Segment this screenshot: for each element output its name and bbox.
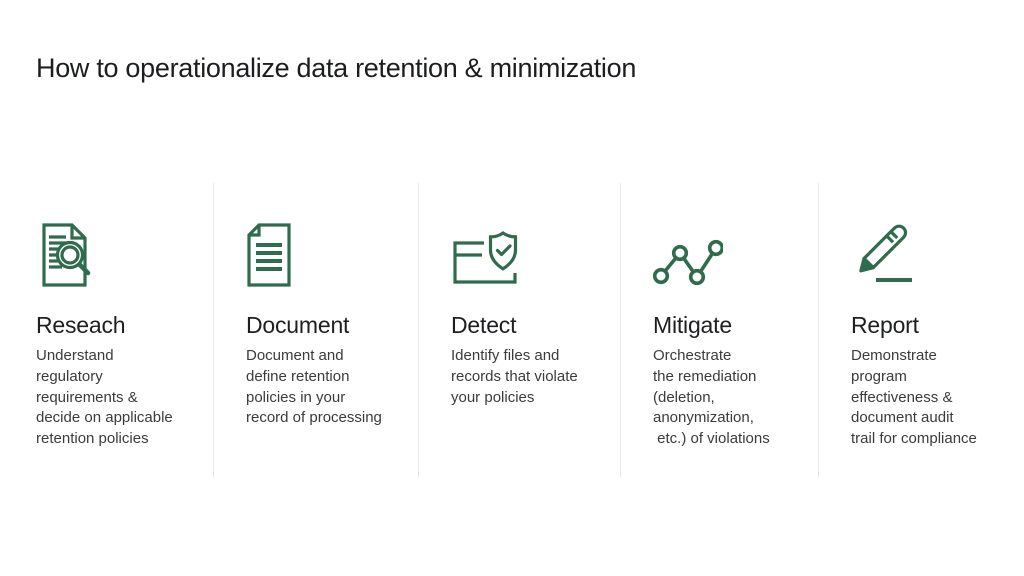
step-description: Understand regulatory requirements & dec… bbox=[36, 347, 173, 448]
step-title: Mitigate bbox=[653, 312, 732, 338]
step-description: Document and define retention policies i… bbox=[246, 347, 382, 427]
step-icon-wrap bbox=[653, 183, 808, 288]
page-title: How to operationalize data retention & m… bbox=[36, 53, 637, 83]
step-research: Reseach Understand regulatory requiremen… bbox=[0, 183, 213, 477]
step-title: Reseach bbox=[36, 312, 126, 338]
step-title: Detect bbox=[451, 312, 517, 338]
step-document: Document Document and define retention p… bbox=[213, 183, 418, 477]
pencil-underline-icon bbox=[859, 224, 912, 282]
step-title: Document bbox=[246, 312, 350, 338]
step-icon-wrap bbox=[246, 183, 408, 288]
step-icon-wrap bbox=[36, 183, 203, 288]
step-title: Report bbox=[851, 312, 919, 338]
step-icon-wrap bbox=[851, 183, 1014, 288]
step-detect: Detect Identify files and records that v… bbox=[418, 183, 620, 477]
step-description: Orchestrate the remediation (deletion, a… bbox=[653, 347, 770, 448]
trend-line-nodes-icon bbox=[653, 239, 723, 286]
document-lines-icon bbox=[247, 223, 291, 287]
steps-row: Reseach Understand regulatory requiremen… bbox=[0, 183, 1024, 477]
step-icon-wrap bbox=[451, 183, 610, 288]
step-description: Demonstrate program effectiveness & docu… bbox=[851, 347, 977, 448]
step-report: Report Demonstrate program effectiveness… bbox=[818, 183, 1024, 477]
step-description: Identify files and records that violate … bbox=[451, 347, 578, 406]
folder-shield-check-icon bbox=[453, 231, 518, 284]
document-search-icon bbox=[42, 223, 91, 287]
step-mitigate: Mitigate Orchestrate the remediation (de… bbox=[620, 183, 818, 477]
